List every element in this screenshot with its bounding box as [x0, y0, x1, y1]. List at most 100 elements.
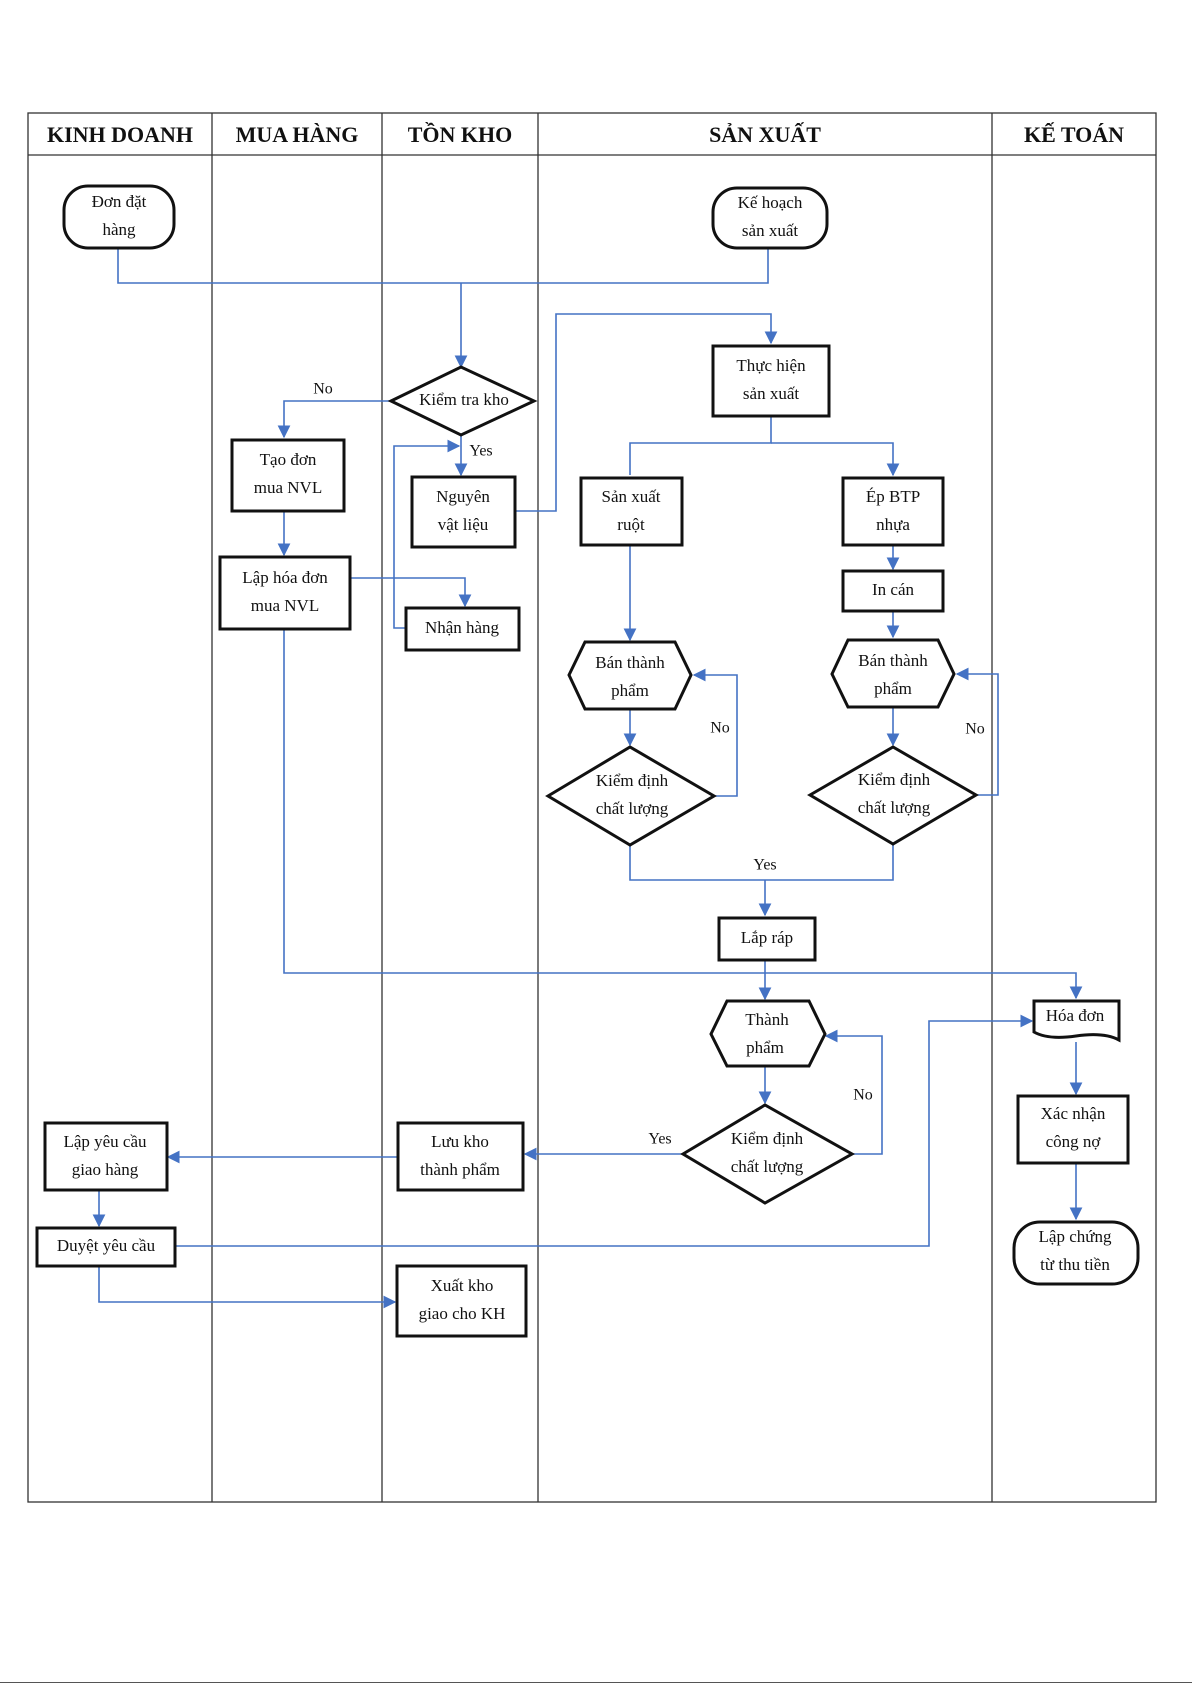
- node-kiem-dinh-2: [807, 745, 979, 846]
- node-san-xuat-ruot: [579, 476, 684, 547]
- node-label-thuc-hien-1: Thực hiện: [736, 356, 806, 375]
- node-label-xac-nhan-2: công nợ: [1046, 1132, 1102, 1151]
- node-lap-rap: [717, 916, 817, 962]
- node-label-kiem-dinh-1b: chất lượng: [596, 799, 669, 818]
- node-kiem-dinh-3: [680, 1103, 856, 1205]
- node-label-nvl-1: Nguyên: [436, 487, 490, 506]
- node-in-can: [841, 569, 945, 613]
- node-label-btp1-1: Bán thành: [595, 653, 665, 672]
- swimlane-frame: [27, 112, 1157, 1503]
- edge-label-qc1-no: No: [710, 720, 730, 737]
- node-label-kiem-dinh-3b: chất lượng: [731, 1157, 804, 1176]
- flow-order-and-plan-to-check: [117, 248, 769, 284]
- node-hoa-don: [1032, 999, 1121, 1043]
- flow-hoa-don-to-nhan-hang: [349, 577, 472, 608]
- node-xac-nhan-cong-no: [1016, 1094, 1130, 1165]
- node-label-don-dat-hang-1: Đơn đặt: [92, 192, 147, 211]
- node-label-xuat-kho-1: Xuất kho: [431, 1276, 494, 1295]
- node-label-kiem-dinh-3a: Kiểm định: [731, 1129, 804, 1148]
- node-label-luu-kho-1: Lưu kho: [431, 1132, 489, 1151]
- node-label-luu-kho-2: thành phẩm: [420, 1160, 500, 1179]
- node-label-ep-btp-1: Ép BTP: [866, 487, 920, 506]
- node-label-xuat-kho-2: giao cho KH: [419, 1304, 506, 1323]
- flow-qc2-no: [955, 667, 999, 796]
- edge-label-kho-no: No: [313, 381, 333, 398]
- node-nhan-hang: [404, 606, 521, 652]
- node-label-ke-hoach-1: Kế hoạch: [738, 193, 803, 212]
- flow-nvl-to-thuc-hien: [516, 313, 778, 512]
- node-label-ep-btp-2: nhựa: [876, 515, 910, 534]
- node-label-lap-hoa-don-2: mua NVL: [251, 596, 319, 615]
- node-label-btp2-2: phẩm: [874, 679, 912, 698]
- edge-label-qc2-no: No: [965, 721, 985, 738]
- edge-label-qc3-yes: Yes: [648, 1131, 671, 1148]
- node-label-in-can: In cán: [872, 580, 915, 599]
- node-kiem-dinh-1: [545, 745, 717, 847]
- node-ke-hoach-san-xuat: [711, 186, 829, 250]
- edge-label-qc3-no: No: [853, 1087, 873, 1104]
- flow-nhan-hang-to-nvl: [393, 439, 461, 629]
- flow-hoa-don-mua-to-hoa-don: [283, 629, 1083, 1000]
- node-label-lap-yeu-cau-2: giao hàng: [72, 1160, 139, 1179]
- lane-header-mua-hang: MUA HÀNG: [236, 122, 359, 147]
- node-ep-btp-nhua: [841, 476, 945, 547]
- connectors: [92, 248, 1083, 1309]
- node-label-lap-hoa-don-1: Lập hóa đơn: [242, 568, 328, 587]
- flow-duyet-to-xuat-kho: [98, 1266, 397, 1309]
- node-ban-thanh-pham-1: [567, 640, 693, 711]
- edge-labels: No Yes No No Yes No Yes: [313, 381, 985, 1148]
- node-kiem-tra-kho: [387, 365, 538, 437]
- node-label-xac-nhan-1: Xác nhận: [1041, 1104, 1106, 1123]
- node-label-kiem-dinh-1a: Kiểm định: [596, 771, 669, 790]
- node-label-kiem-tra-kho: Kiểm tra kho: [419, 390, 509, 409]
- node-label-kiem-dinh-2a: Kiểm định: [858, 770, 931, 789]
- node-lap-chung-tu-thu-tien: [1012, 1220, 1140, 1286]
- flow-thuc-hien-split: [629, 416, 772, 475]
- nodes: [35, 184, 1140, 1338]
- edge-label-kho-yes: Yes: [469, 443, 492, 460]
- node-label-hoa-don: Hóa đơn: [1046, 1006, 1105, 1025]
- lane-header-san-xuat: SẢN XUẤT: [709, 122, 821, 147]
- flow-qc-yes-merge: [629, 844, 894, 881]
- flow-kho-no: [277, 400, 391, 439]
- lane-headers: KINH DOANH MUA HÀNG TỒN KHO SẢN XUẤT KẾ …: [47, 122, 1124, 147]
- node-lap-yeu-cau-giao-hang: [43, 1121, 169, 1192]
- node-label-thanh-pham-1: Thành: [745, 1010, 789, 1029]
- node-labels: Đơn đặt hàng Kế hoạch sản xuất Kiểm tra …: [57, 192, 1112, 1323]
- node-label-thuc-hien-2: sản xuất: [743, 384, 799, 403]
- node-label-kiem-dinh-2b: chất lượng: [858, 798, 931, 817]
- node-label-btp1-2: phẩm: [611, 681, 649, 700]
- node-label-lap-yeu-cau-1: Lập yêu cầu: [63, 1132, 147, 1151]
- node-label-lap-rap: Lắp ráp: [741, 928, 793, 947]
- node-tao-don-mua-nvl: [230, 438, 346, 513]
- node-xuat-kho-giao-kh: [395, 1264, 528, 1338]
- node-label-ke-hoach-2: sản xuất: [742, 221, 798, 240]
- node-thuc-hien-san-xuat: [711, 344, 831, 418]
- node-label-thanh-pham-2: phẩm: [746, 1038, 784, 1057]
- node-don-dat-hang: [62, 184, 176, 250]
- node-duyet-yeu-cau: [35, 1226, 177, 1268]
- lane-header-ke-toan: KẾ TOÁN: [1024, 122, 1124, 147]
- node-luu-kho-thanh-pham: [396, 1121, 525, 1192]
- lane-header-ton-kho: TỒN KHO: [408, 122, 513, 147]
- node-ban-thanh-pham-2: [830, 638, 956, 709]
- node-label-tao-don-2: mua NVL: [254, 478, 322, 497]
- node-thanh-pham: [709, 999, 827, 1068]
- node-label-don-dat-hang-2: hàng: [102, 220, 136, 239]
- node-label-nhan-hang: Nhận hàng: [425, 618, 500, 637]
- flow-qc1-no: [692, 668, 738, 797]
- page-bottom-rule: [0, 1682, 1192, 1683]
- node-label-btp2-1: Bán thành: [858, 651, 928, 670]
- flow-thuc-hien-to-ep: [771, 442, 900, 477]
- edge-label-qc12-yes: Yes: [753, 857, 776, 874]
- flow-qc3-no: [824, 1029, 883, 1155]
- node-label-lap-chung-tu-2: từ thu tiền: [1040, 1255, 1110, 1274]
- flow-duyet-to-hoa-don: [176, 1014, 1034, 1247]
- node-label-tao-don-1: Tạo đơn: [260, 450, 317, 469]
- node-lap-hoa-don-mua-nvl: [218, 555, 352, 631]
- node-label-duyet-yeu-cau: Duyệt yêu cầu: [57, 1236, 156, 1255]
- lane-header-kinh-doanh: KINH DOANH: [47, 122, 193, 147]
- node-label-san-xuat-ruot-1: Sản xuất: [601, 487, 660, 506]
- node-label-lap-chung-tu-1: Lập chứng: [1039, 1227, 1112, 1246]
